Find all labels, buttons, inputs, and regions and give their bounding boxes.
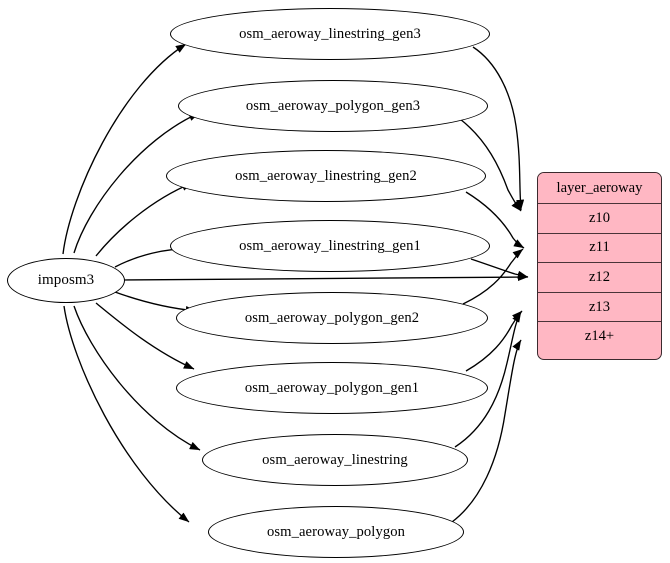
- edge-imposm3-to-polygon-gen3: [73, 112, 200, 254]
- layer-row-z14[interactable]: z14+: [538, 321, 661, 351]
- edge-imposm3-to-polygon: [63, 305, 190, 523]
- node-osm-aeroway-linestring[interactable]: osm_aeroway_linestring: [202, 434, 468, 486]
- node-osm-aeroway-polygon-gen1[interactable]: osm_aeroway_polygon_gen1: [176, 362, 488, 414]
- node-label: osm_aeroway_linestring_gen1: [239, 237, 421, 254]
- edge-imposm3-to-polygon-gen2: [114, 291, 197, 314]
- node-imposm3[interactable]: imposm3: [7, 258, 125, 303]
- layer-row-z13[interactable]: z13: [538, 291, 661, 322]
- node-osm-aeroway-polygon[interactable]: osm_aeroway_polygon: [208, 506, 464, 558]
- node-osm-aeroway-polygon-gen2[interactable]: osm_aeroway_polygon_gen2: [176, 292, 488, 344]
- node-label: osm_aeroway_linestring_gen2: [235, 167, 417, 184]
- edge-linestring-gen1-to-z12: [470, 258, 529, 279]
- edge-imposm3-to-linestring-gen3: [62, 43, 187, 255]
- layer-row-z12[interactable]: z12: [538, 262, 661, 292]
- edge-imposm3-to-linestring-gen2: [95, 182, 193, 257]
- edge-polygon-to-z14: [451, 339, 522, 523]
- node-imposm3-label: imposm3: [37, 272, 95, 288]
- layer-row-z11[interactable]: z11: [538, 232, 661, 263]
- node-label: osm_aeroway_linestring: [262, 451, 408, 468]
- node-label: osm_aeroway_polygon: [266, 523, 406, 540]
- layer-row-z14-label: z14+: [584, 328, 615, 345]
- node-label: osm_aeroway_polygon_gen1: [244, 379, 420, 396]
- node-osm-aeroway-polygon-gen3[interactable]: osm_aeroway_polygon_gen3: [178, 80, 488, 132]
- node-osm-aeroway-linestring-gen3[interactable]: osm_aeroway_linestring_gen3: [170, 8, 490, 60]
- node-label: osm_aeroway_linestring_gen3: [239, 25, 421, 42]
- layer-aeroway-header-label: layer_aeroway: [556, 179, 643, 196]
- edge-linestring-to-z13: [454, 311, 522, 448]
- layer-aeroway-header: layer_aeroway: [538, 173, 661, 203]
- node-osm-aeroway-linestring-gen2[interactable]: osm_aeroway_linestring_gen2: [166, 150, 486, 202]
- layer-row-z12-label: z12: [588, 268, 611, 285]
- edge-imposm3-to-linestring: [73, 305, 201, 451]
- edge-imposm3-to-polygon-gen1: [95, 302, 195, 370]
- node-label: osm_aeroway_polygon_gen3: [245, 97, 421, 114]
- layer-row-z10[interactable]: z10: [538, 203, 661, 233]
- edge-linestring-gen2-to-z11: [465, 191, 525, 249]
- layer-row-z11-label: z11: [589, 239, 610, 256]
- node-layer-aeroway[interactable]: layer_aeroway z10 z11 z12 z13 z14+: [537, 172, 662, 360]
- edge-polygon-gen3-to-z10: [459, 118, 522, 212]
- node-osm-aeroway-linestring-gen1[interactable]: osm_aeroway_linestring_gen1: [170, 220, 490, 272]
- node-label: osm_aeroway_polygon_gen2: [244, 309, 420, 326]
- edge-imposm3-to-layer-z12: [123, 273, 529, 282]
- edge-linestring-gen3-to-z10: [472, 46, 525, 211]
- edge-polygon-gen2-to-z11: [462, 248, 524, 305]
- layer-row-z10-label: z10: [588, 209, 611, 226]
- layer-row-z13-label: z13: [588, 298, 611, 315]
